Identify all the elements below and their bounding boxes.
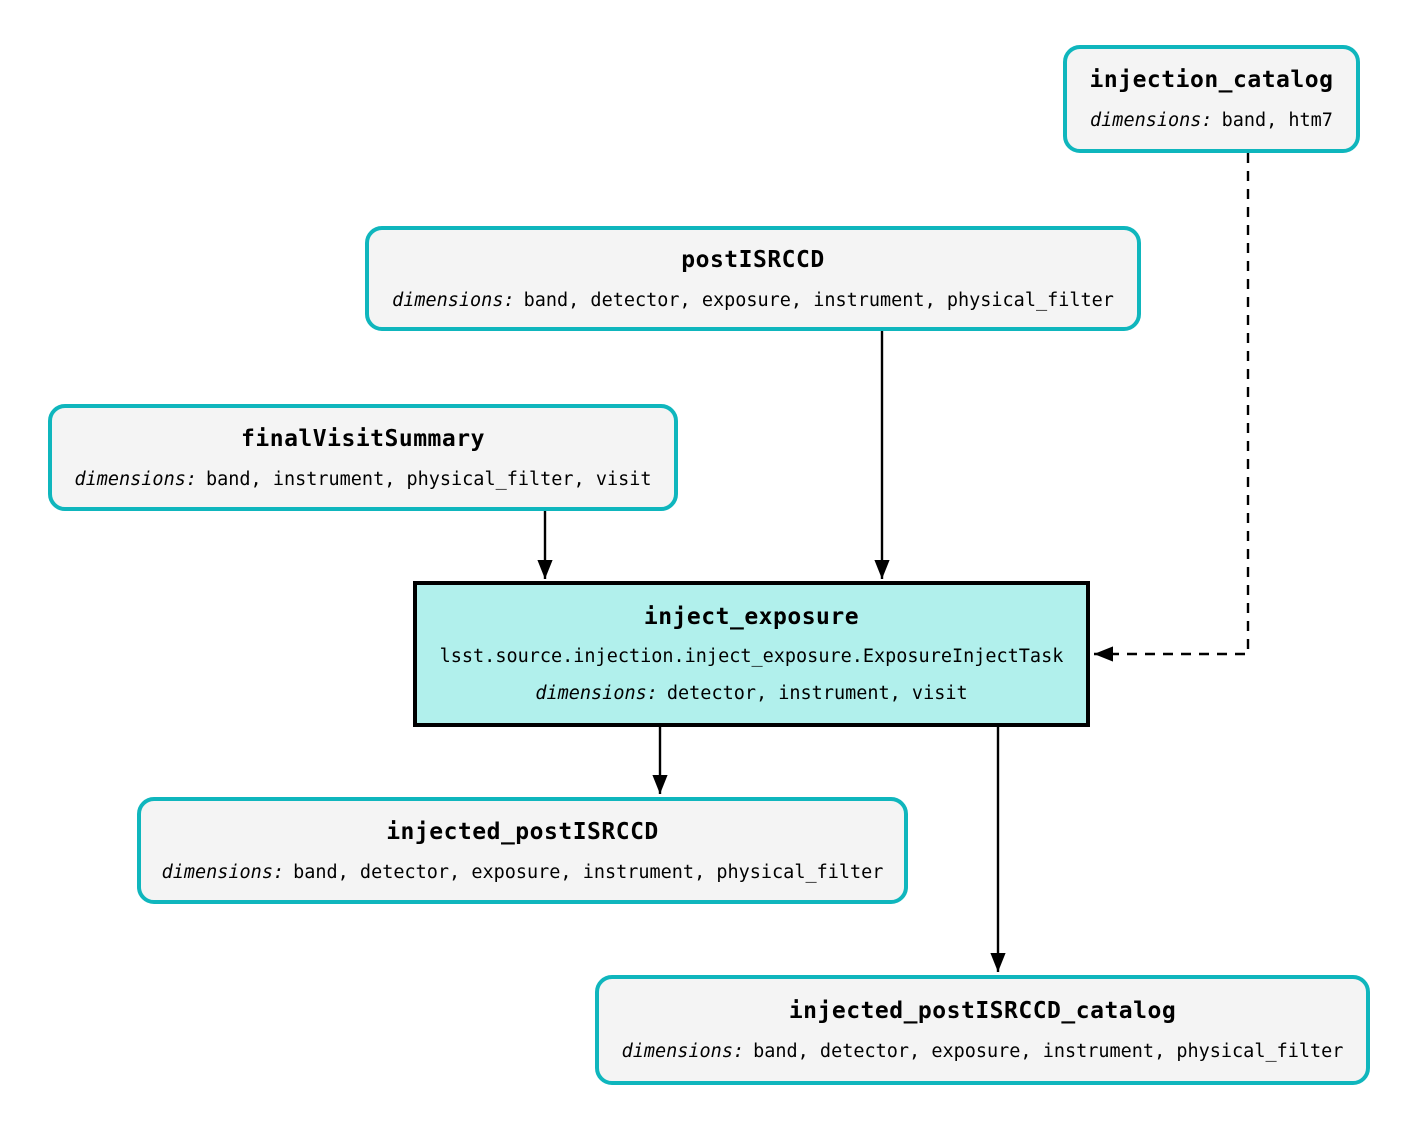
- node-injected-postisrccd-catalog: injected_postISRCCD_catalog dimensions: b…: [595, 975, 1370, 1085]
- task-class: lsst.source.injection.inject_exposure.Ex…: [439, 646, 1064, 667]
- node-title: postISRCCD: [681, 246, 825, 273]
- dimensions-value: band, detector, exposure, instrument, ph…: [753, 1041, 1344, 1062]
- node-postisrccd: postISRCCD dimensions: band, detector, ex…: [365, 226, 1141, 331]
- dimensions-label: dimensions:: [621, 1041, 745, 1062]
- node-injection-catalog: injection_catalog dimensions: band, htm7: [1063, 45, 1360, 153]
- dimensions-value: band, htm7: [1221, 110, 1333, 131]
- node-title: inject_exposure: [643, 604, 860, 630]
- node-injected-postisrccd: injected_postISRCCD dimensions: band, det…: [137, 797, 908, 904]
- node-title: injected_postISRCCD_catalog: [788, 998, 1177, 1024]
- dimensions-label: dimensions:: [392, 289, 515, 311]
- node-dimensions: dimensions: detector, instrument, visit: [535, 683, 967, 704]
- node-dimensions: dimensions: band, instrument, physical_fi…: [74, 469, 651, 490]
- node-finalvisitsummary: finalVisitSummary dimensions: band, instr…: [48, 404, 678, 511]
- dimensions-value: band, instrument, physical_filter, visit: [206, 468, 652, 490]
- node-title: finalVisitSummary: [241, 425, 485, 452]
- node-dimensions: dimensions: band, detector, exposure, ins…: [392, 290, 1114, 311]
- node-dimensions: dimensions: band, detector, exposure, ins…: [622, 1041, 1344, 1062]
- dimensions-label: dimensions:: [535, 683, 658, 704]
- dimensions-label: dimensions:: [1090, 110, 1213, 131]
- dimensions-label: dimensions:: [74, 468, 197, 490]
- node-inject-exposure-task: inject_exposure lsst.source.injection.in…: [413, 581, 1090, 727]
- node-dimensions: dimensions: band, htm7: [1090, 110, 1333, 131]
- node-title: injected_postISRCCD: [386, 818, 659, 845]
- dimensions-label: dimensions:: [161, 861, 285, 883]
- node-title: injection_catalog: [1089, 67, 1334, 93]
- dimensions-value: detector, instrument, visit: [666, 683, 968, 704]
- dimensions-value: band, detector, exposure, instrument, ph…: [293, 861, 884, 883]
- dimensions-value: band, detector, exposure, instrument, ph…: [523, 289, 1114, 311]
- node-dimensions: dimensions: band, detector, exposure, ins…: [162, 862, 884, 883]
